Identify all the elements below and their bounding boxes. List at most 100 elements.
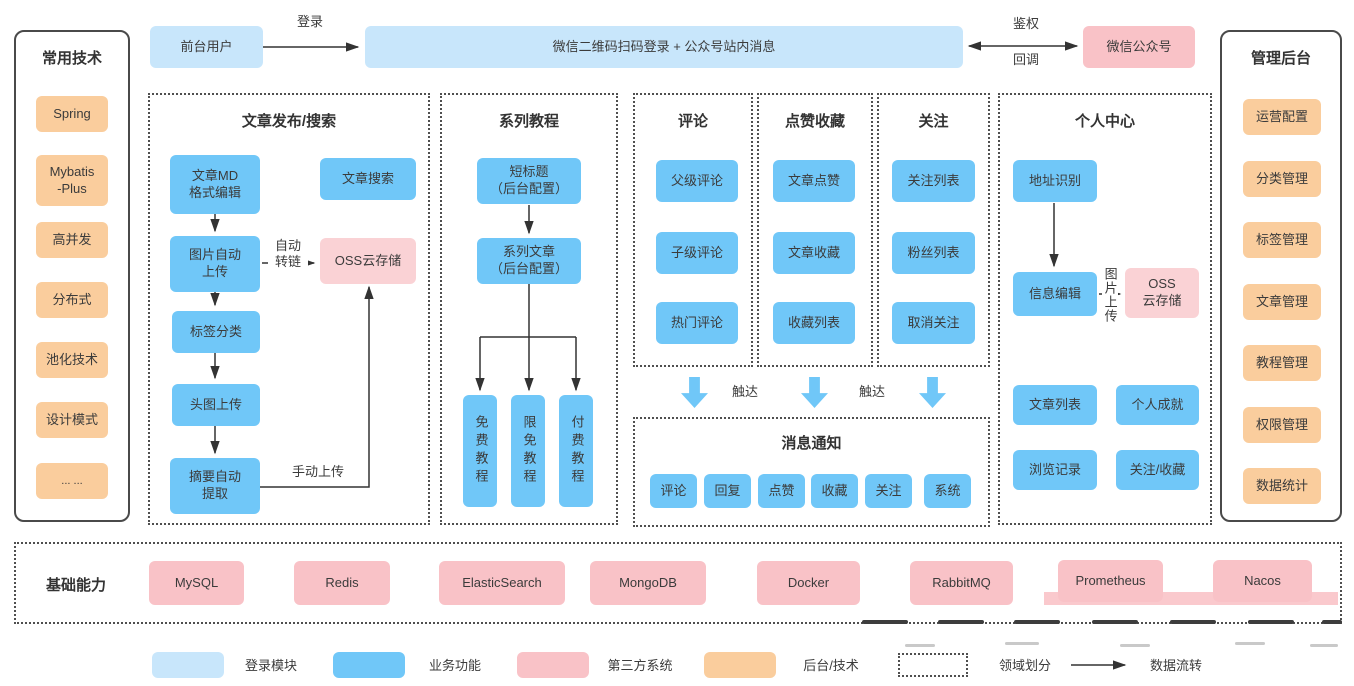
follow-section-frame — [877, 93, 990, 367]
notify-follow-node: 关注 — [865, 474, 912, 508]
legend-label-dataflow: 数据流转 — [1149, 658, 1202, 673]
render-artifact — [1170, 620, 1216, 624]
render-artifact — [862, 620, 908, 624]
render-artifact — [1322, 620, 1342, 624]
legend-label-business: 业务功能 — [428, 658, 481, 673]
manual-upload-label: 手动上传 — [285, 464, 351, 480]
legend-label-domain: 领域划分 — [998, 658, 1051, 673]
tech-item-mybatis-plus: Mybatis -Plus — [36, 155, 108, 206]
notify-comment-node: 评论 — [650, 474, 697, 508]
reach-arrow-2 — [801, 377, 828, 408]
admin-panel-title: 管理后台 — [1250, 50, 1311, 67]
summary-node: 摘要自动 提取 — [170, 458, 260, 514]
achievement-node: 个人成就 — [1116, 385, 1199, 425]
article-like-node: 文章点赞 — [773, 160, 855, 202]
personal-section-title: 个人中心 — [1074, 113, 1135, 130]
render-artifact — [1092, 620, 1138, 624]
like-section-frame — [757, 93, 873, 367]
infra-redis-node: Redis — [294, 561, 390, 605]
reach-label-2: 触达 — [858, 384, 885, 399]
legend-label-backend: 后台/技术 — [803, 658, 859, 673]
reach-label-1: 触达 — [731, 384, 758, 399]
article-list-node: 文章列表 — [1013, 385, 1097, 425]
infra-rabbitmq-node: RabbitMQ — [910, 561, 1013, 605]
admin-item-tutorial: 教程管理 — [1243, 345, 1321, 381]
wechat-login-node: 微信二维码扫码登录 + 公众号站内消息 — [365, 26, 963, 68]
legend-swatch-domain — [898, 653, 968, 677]
info-edit-node: 信息编辑 — [1013, 272, 1097, 316]
render-artifact — [905, 644, 935, 647]
series-section-title: 系列教程 — [498, 113, 559, 130]
tech-item-pooling: 池化技术 — [36, 342, 108, 378]
legend-swatch-login — [152, 652, 224, 678]
render-artifact — [1235, 642, 1265, 645]
history-node: 浏览记录 — [1013, 450, 1097, 490]
follow-list-node: 关注列表 — [892, 160, 975, 202]
child-comment-node: 子级评论 — [656, 232, 738, 274]
legend-swatch-third-party — [517, 652, 589, 678]
frontend-user-node: 前台用户 — [150, 26, 263, 68]
oss-node-personal: OSS 云存储 — [1125, 268, 1199, 318]
notify-system-node: 系统 — [924, 474, 971, 508]
render-artifact — [938, 620, 984, 624]
infra-mysql-node: MySQL — [149, 561, 244, 605]
reach-arrow-1 — [681, 377, 708, 408]
series-article-node: 系列文章 （后台配置） — [477, 238, 581, 284]
admin-item-statistics: 数据统计 — [1243, 468, 1321, 504]
infra-mongodb-node: MongoDB — [590, 561, 706, 605]
wechat-mp-node: 微信公众号 — [1083, 26, 1195, 68]
infra-nacos-node: Nacos — [1213, 560, 1312, 602]
infra-section-frame — [14, 542, 1342, 624]
tag-category-node: 标签分类 — [172, 311, 260, 353]
legend-label-third-party: 第三方系统 — [607, 658, 673, 673]
fans-list-node: 粉丝列表 — [892, 232, 975, 274]
image-upload-arrow-label: 图片上传 — [1102, 252, 1118, 338]
infra-title: 基础能力 — [45, 577, 106, 594]
head-image-node: 头图上传 — [172, 384, 260, 426]
render-artifact — [1310, 644, 1338, 647]
legend-swatch-backend — [704, 652, 776, 678]
render-artifact — [1005, 642, 1039, 645]
address-node: 地址识别 — [1013, 160, 1097, 202]
tech-item-more: ... ... — [36, 463, 108, 499]
notify-section-title: 消息通知 — [781, 435, 842, 452]
md-edit-node: 文章MD 格式编辑 — [170, 155, 260, 214]
hot-comment-node: 热门评论 — [656, 302, 738, 344]
admin-item-permission: 权限管理 — [1243, 407, 1321, 443]
notify-section-frame — [633, 417, 990, 527]
admin-item-article: 文章管理 — [1243, 284, 1321, 320]
short-title-node: 短标题 （后台配置） — [477, 158, 581, 204]
render-artifact — [1248, 620, 1294, 624]
article-section-title: 文章发布/搜索 — [241, 113, 337, 130]
personal-section-frame — [998, 93, 1212, 525]
infra-docker-node: Docker — [757, 561, 860, 605]
fav-list-node: 收藏列表 — [773, 302, 855, 344]
parent-comment-node: 父级评论 — [656, 160, 738, 202]
free-tutorial-node: 免费教程 — [463, 395, 497, 507]
notify-like-node: 点赞 — [758, 474, 805, 508]
limited-tutorial-node: 限免教程 — [511, 395, 545, 507]
infra-prometheus-node: Prometheus — [1058, 560, 1163, 602]
tech-item-spring: Spring — [36, 96, 108, 132]
render-artifact — [1014, 620, 1060, 624]
legend-label-login: 登录模块 — [244, 658, 297, 673]
paid-tutorial-node: 付费教程 — [559, 395, 593, 507]
admin-item-category: 分类管理 — [1243, 161, 1321, 197]
comment-section-frame — [633, 93, 753, 367]
unfollow-node: 取消关注 — [892, 302, 975, 344]
admin-item-tag: 标签管理 — [1243, 222, 1321, 258]
tech-item-distributed: 分布式 — [36, 282, 108, 318]
follow-section-title: 关注 — [918, 113, 949, 130]
legend-swatch-business — [333, 652, 405, 678]
article-search-node: 文章搜索 — [320, 158, 416, 200]
infra-elasticsearch-node: ElasticSearch — [439, 561, 565, 605]
login-arrow-label: 登录 — [296, 14, 323, 29]
common-tech-title: 常用技术 — [41, 50, 102, 67]
render-artifact — [1120, 644, 1150, 647]
admin-item-operation: 运营配置 — [1243, 99, 1321, 135]
image-upload-node: 图片自动 上传 — [170, 236, 260, 292]
notify-fav-node: 收藏 — [811, 474, 858, 508]
tech-item-design-pattern: 设计模式 — [36, 402, 108, 438]
auto-link-label: 自动 转链 — [268, 238, 308, 270]
callback-arrow-label: 回调 — [1012, 52, 1039, 67]
